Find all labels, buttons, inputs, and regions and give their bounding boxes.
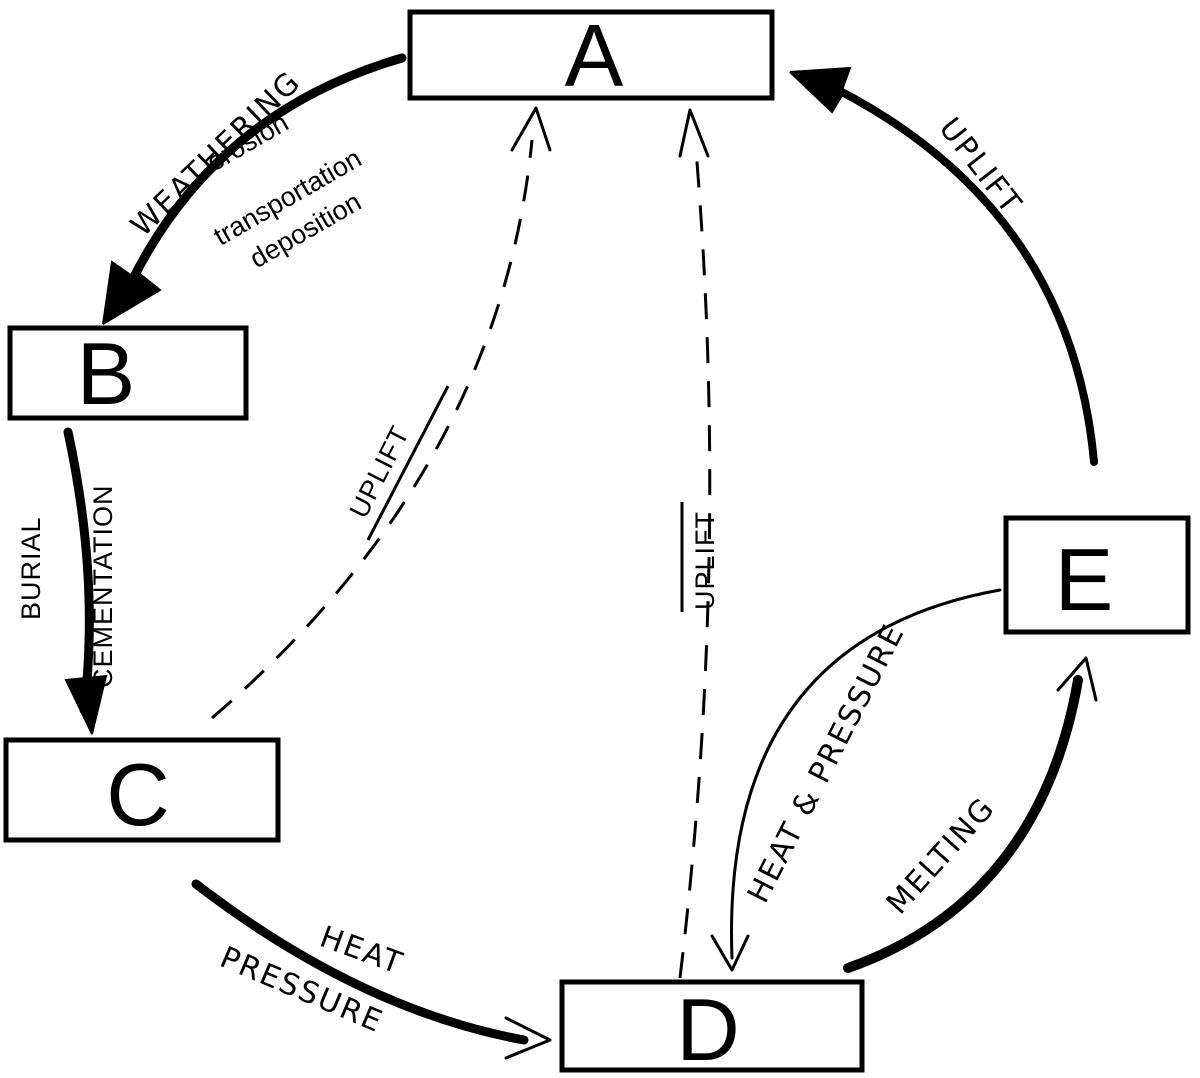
- box-c-letter: C: [106, 745, 170, 844]
- label-melting: MELTING: [880, 791, 1003, 922]
- box-e-letter: E: [1055, 530, 1114, 629]
- box-d: D: [559, 979, 865, 1078]
- arrow-e-to-d: [710, 588, 1002, 972]
- arrow-d-to-e: [843, 656, 1098, 973]
- box-b-letter: B: [77, 324, 136, 423]
- arrow-a-to-b: [102, 53, 407, 325]
- arrow-d-to-a: [678, 108, 712, 979]
- arrow-c-to-d: [191, 879, 552, 1060]
- box-d-letter: D: [676, 980, 740, 1078]
- arrow-e-to-a: [789, 66, 1098, 466]
- box-e: E: [1003, 515, 1191, 635]
- arrow-c-to-a: [211, 106, 552, 720]
- label-burial: BURIAL: [16, 516, 46, 620]
- label-uplift-c-a-underline: [366, 385, 450, 541]
- label-heat-pressure-e-d: HEAT & PRESSURE: [741, 618, 912, 909]
- box-b: B: [7, 324, 249, 423]
- label-uplift-d-a: UPLIFT: [690, 511, 720, 610]
- box-a-letter: A: [565, 6, 624, 105]
- arrow-b-to-c: [63, 427, 108, 735]
- box-c: C: [3, 737, 281, 844]
- label-cementation: CEMENTATION: [88, 485, 118, 689]
- box-a: A: [407, 6, 775, 105]
